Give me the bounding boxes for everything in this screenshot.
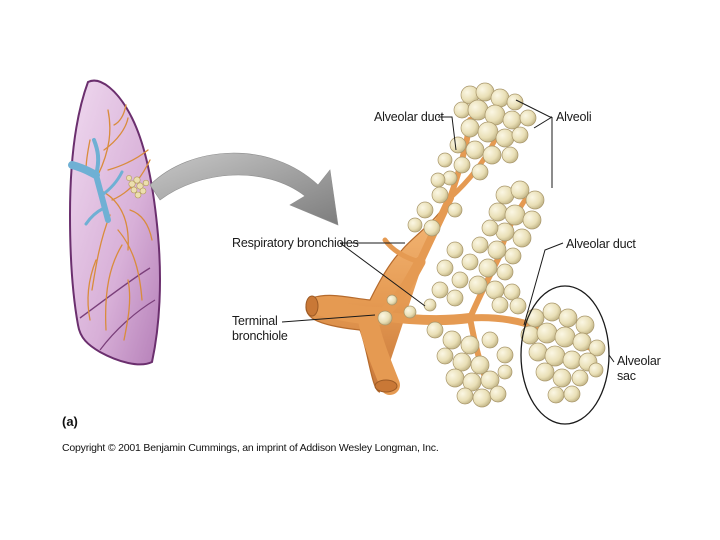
label-respiratory-bronchioles: Respiratory bronchioles xyxy=(232,236,359,250)
magnification-arrow xyxy=(150,153,338,225)
lung-outline xyxy=(70,81,160,365)
label-alveolar-duct-top: Alveolar duct xyxy=(374,110,444,124)
label-alveoli: Alveoli xyxy=(556,110,591,124)
panel-label: (a) xyxy=(62,414,78,429)
label-terminal-bronchiole-line2: bronchiole xyxy=(232,329,288,343)
copyright-notice: Copyright © 2001 Benjamin Cummings, an i… xyxy=(62,442,439,454)
lung-illustration xyxy=(70,81,160,365)
label-terminal-bronchiole-line1: Terminal xyxy=(232,314,278,328)
label-alveolar-sac-line1: Alveolar xyxy=(617,354,661,368)
label-alveolar-duct-right: Alveolar duct xyxy=(566,237,636,251)
label-alveolar-sac-line2: sac xyxy=(617,369,636,383)
